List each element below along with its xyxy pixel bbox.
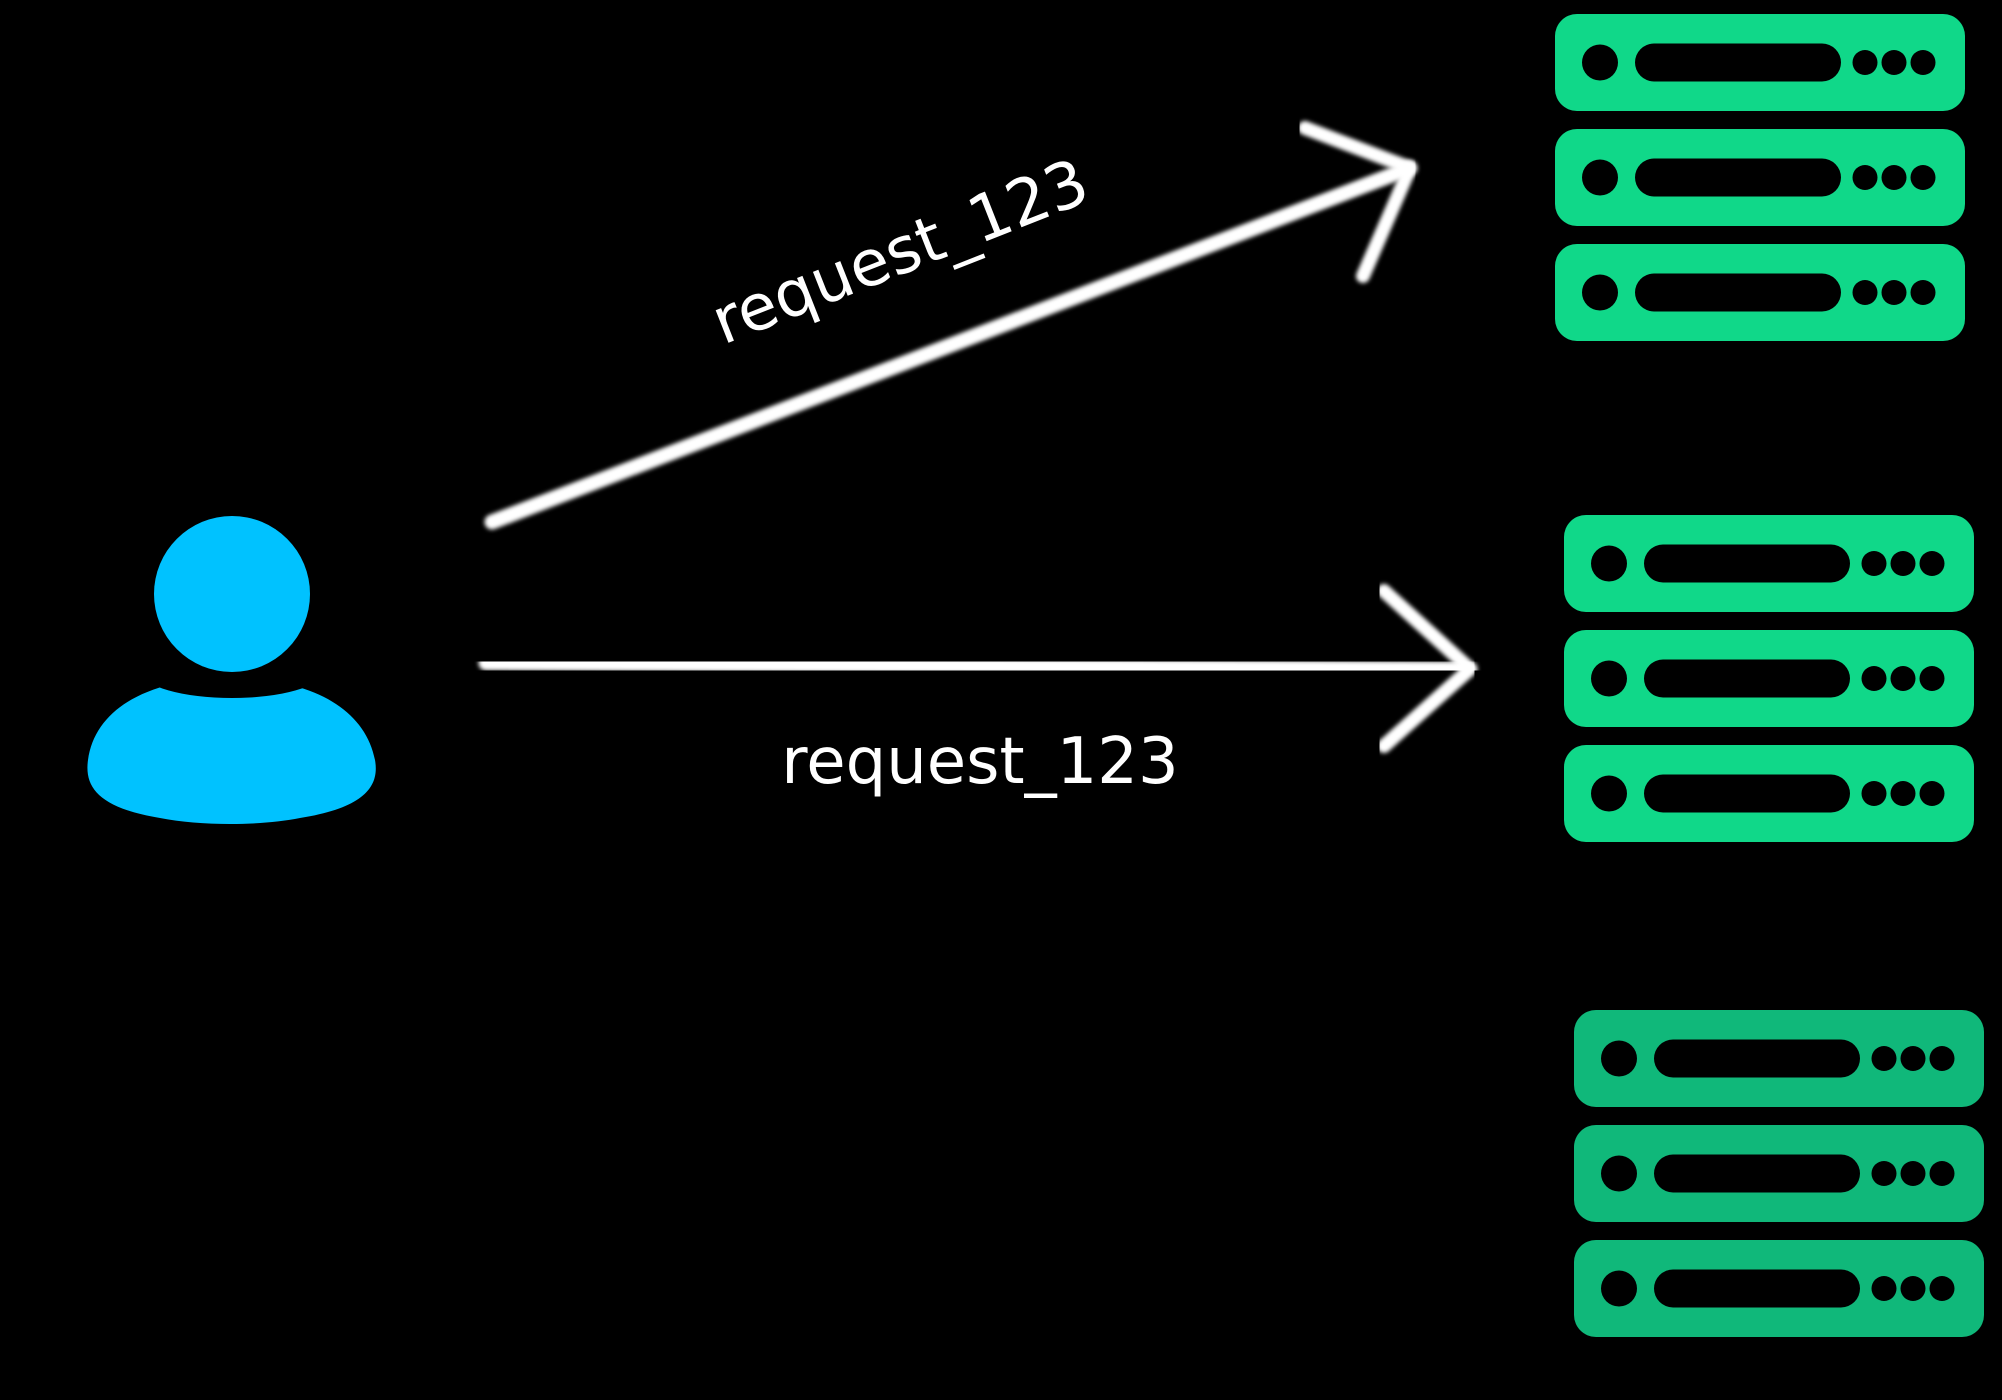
server-indicator-dot — [1929, 1276, 1955, 1301]
arrow-label: request_123 — [702, 145, 1099, 360]
arrow-label: request_123 — [781, 725, 1178, 799]
server-indicator-dot — [1871, 1046, 1897, 1071]
user-icon-body — [87, 678, 376, 824]
arrow-to-server-top: request_123 — [484, 121, 1418, 530]
server-drive-slot — [1635, 158, 1841, 197]
server-stacks — [1555, 14, 1984, 1337]
user-icon — [87, 516, 376, 824]
server-drive-slot — [1644, 774, 1850, 813]
server-indicator-dot — [1900, 1046, 1926, 1071]
server-unit — [1564, 745, 1974, 842]
server-indicator-dot — [1890, 551, 1916, 576]
server-status-light — [1591, 775, 1627, 812]
user-icon-head — [154, 516, 310, 672]
server-indicator-dot — [1910, 165, 1936, 190]
server-indicator-dot — [1861, 666, 1887, 691]
server-indicator-dot — [1929, 1161, 1955, 1186]
server-unit — [1555, 244, 1965, 341]
server-drive-slot — [1644, 659, 1850, 698]
server-status-light — [1591, 660, 1627, 697]
server-indicator-dot — [1919, 551, 1945, 576]
server-status-light — [1591, 545, 1627, 582]
server-unit — [1555, 129, 1965, 226]
server-unit — [1574, 1125, 1984, 1222]
server-indicator-dot — [1900, 1161, 1926, 1186]
arrow-shaft — [484, 160, 1418, 530]
server-status-light — [1601, 1155, 1637, 1192]
server-indicator-dot — [1929, 1046, 1955, 1071]
server-drive-slot — [1654, 1269, 1860, 1308]
server-status-light — [1601, 1270, 1637, 1307]
server-status-light — [1601, 1040, 1637, 1077]
server-indicator-dot — [1881, 280, 1907, 305]
server-indicator-dot — [1871, 1161, 1897, 1186]
server-indicator-dot — [1871, 1276, 1897, 1301]
server-drive-slot — [1635, 43, 1841, 82]
server-indicator-dot — [1881, 165, 1907, 190]
server-drive-slot — [1654, 1154, 1860, 1193]
arrow-head — [1298, 121, 1417, 283]
server-indicator-dot — [1919, 781, 1945, 806]
server-indicator-dot — [1861, 781, 1887, 806]
server-stack-bottom — [1574, 1010, 1984, 1337]
server-indicator-dot — [1910, 280, 1936, 305]
server-drive-slot — [1654, 1039, 1860, 1078]
server-indicator-dot — [1910, 50, 1936, 75]
server-indicator-dot — [1852, 280, 1878, 305]
server-indicator-dot — [1890, 781, 1916, 806]
server-indicator-dot — [1900, 1276, 1926, 1301]
server-indicator-dot — [1881, 50, 1907, 75]
server-status-light — [1582, 159, 1618, 196]
server-unit — [1555, 14, 1965, 111]
server-stack-top — [1555, 14, 1965, 341]
server-drive-slot — [1644, 544, 1850, 583]
server-indicator-dot — [1852, 50, 1878, 75]
server-indicator-dot — [1861, 551, 1887, 576]
server-status-light — [1582, 274, 1618, 311]
arrow-to-server-middle: request_123 — [478, 584, 1478, 799]
server-indicator-dot — [1919, 666, 1945, 691]
server-drive-slot — [1635, 273, 1841, 312]
arrow-head — [1377, 584, 1477, 753]
arrow-shaft — [478, 655, 1478, 677]
server-status-light — [1582, 44, 1618, 81]
server-indicator-dot — [1852, 165, 1878, 190]
server-unit — [1564, 630, 1974, 727]
server-unit — [1564, 515, 1974, 612]
server-indicator-dot — [1890, 666, 1916, 691]
server-unit — [1574, 1010, 1984, 1107]
server-stack-middle — [1564, 515, 1974, 842]
server-unit — [1574, 1240, 1984, 1337]
